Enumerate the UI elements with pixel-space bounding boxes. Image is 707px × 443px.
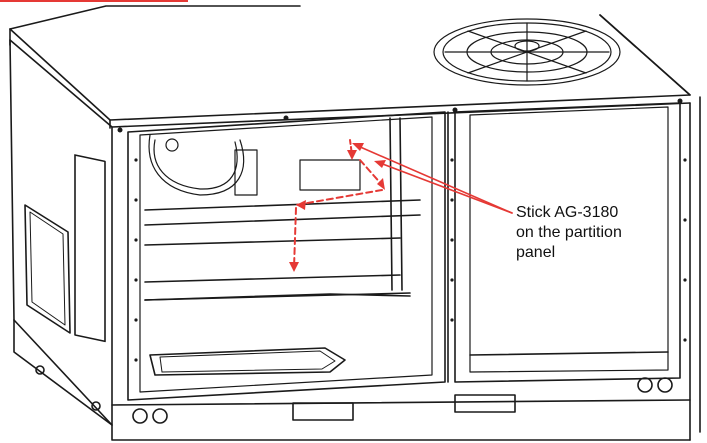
header-accent-bar (0, 0, 188, 2)
base-rail (13, 96, 701, 441)
callout-leader-lines (352, 143, 513, 214)
callout-line-1: Stick AG-3180 (516, 204, 619, 221)
callout-line-2: on the partition (516, 224, 622, 241)
blower-compartment (127, 111, 446, 401)
callout-line-3: panel (516, 244, 556, 261)
rivet-dots (117, 98, 687, 362)
installation-arrows (289, 139, 385, 272)
callout-label: Stick AG-3180 on the partition panel (516, 203, 696, 263)
blower-wheel-icon (148, 134, 361, 196)
left-side-panel (9, 39, 113, 426)
coil-compartment (447, 102, 681, 383)
condenser-fan-grille-icon (433, 18, 621, 86)
